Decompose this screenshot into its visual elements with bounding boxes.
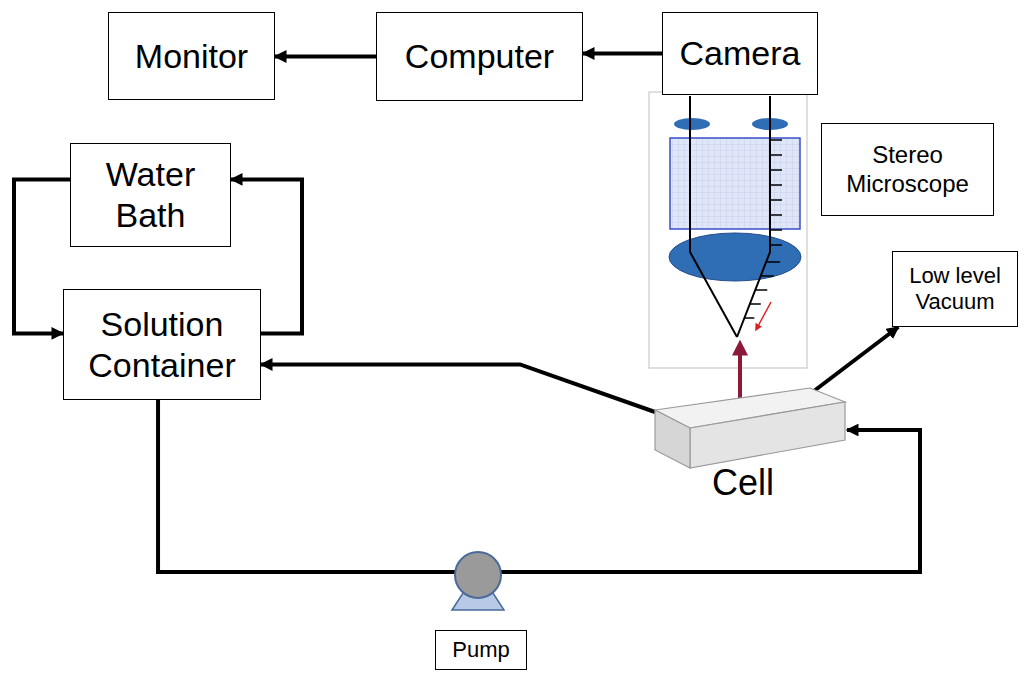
vacuum-box: Low level Vacuum [892, 251, 1018, 327]
scale-tick [750, 303, 761, 305]
connector-arrow [14, 179, 70, 333]
pump-label-box: Pump [435, 630, 527, 670]
scale-tick [770, 244, 782, 246]
scale-tick [770, 199, 782, 201]
node-label: Computer [405, 36, 554, 77]
scale-tick [770, 139, 782, 141]
scale-tick [744, 317, 754, 319]
node-label: Cell [712, 461, 774, 504]
water-bath-box: Water Bath [70, 143, 231, 247]
pump-symbol [452, 552, 504, 610]
node-label: Pump [452, 637, 509, 663]
cell-front [690, 402, 845, 468]
scale-tick [770, 154, 782, 156]
pump-body [455, 552, 501, 598]
node-label: Stereo Microscope [830, 141, 985, 199]
microscope-label-box: Stereo Microscope [821, 123, 994, 216]
scale-tick [755, 289, 767, 291]
node-label: Camera [680, 33, 801, 74]
node-label: Water Bath [79, 154, 222, 236]
eyepiece-lens [674, 118, 710, 130]
objective-lens [669, 233, 801, 281]
microscope-frame [649, 92, 807, 368]
scale-tick [770, 214, 782, 216]
node-label: Low level Vacuum [901, 263, 1009, 316]
scale-tick [766, 261, 780, 263]
node-label: Solution Container [72, 304, 252, 386]
scale-tick [770, 184, 782, 186]
focus-arrow [757, 302, 771, 328]
scale-ticks [744, 140, 782, 318]
cell: Cell [650, 380, 850, 510]
light-arrow [738, 346, 742, 400]
connector-arrow [583, 52, 662, 56]
monitor-box: Monitor [108, 12, 275, 100]
scale-tick [770, 169, 782, 171]
optical-path [690, 96, 737, 337]
connector-arrow [261, 364, 655, 412]
camera-box: Camera [662, 12, 818, 95]
node-label: Monitor [135, 36, 248, 77]
connector-arrow [810, 327, 898, 394]
cell-end [655, 410, 690, 468]
scale-tick [770, 229, 782, 231]
connector-arrow [158, 400, 920, 572]
stereo-microscope [649, 92, 807, 368]
solution-container-box: Solution Container [63, 289, 261, 400]
optical-path [737, 96, 770, 337]
connector-arrow [275, 55, 376, 59]
computer-box: Computer [376, 12, 583, 101]
scale-tick [761, 275, 774, 277]
